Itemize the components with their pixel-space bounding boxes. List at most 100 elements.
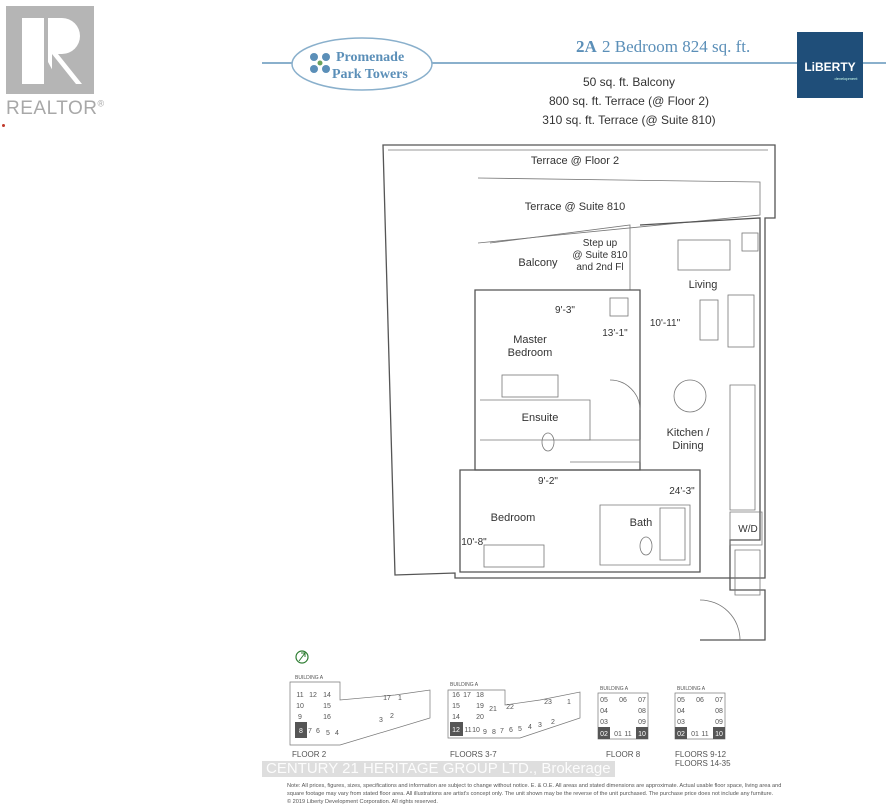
svg-text:1: 1 [567, 699, 571, 706]
north-arrow-icon [295, 650, 309, 664]
floor-plan [382, 144, 776, 641]
living-label: Living [689, 279, 718, 291]
svg-text:5: 5 [518, 726, 522, 733]
developer-sub: development [835, 76, 859, 81]
svg-text:06: 06 [619, 697, 627, 704]
dim-master-length: 13'-1" [602, 328, 628, 339]
keyplan-label-2: FLOORS 14-35 [675, 759, 731, 768]
svg-text:05: 05 [600, 697, 608, 704]
note-line1: Note: All prices, figures, sizes, specif… [287, 783, 781, 789]
realtor-logo: REALTOR® [6, 6, 104, 120]
svg-text:03: 03 [677, 719, 685, 726]
svg-text:12: 12 [309, 692, 317, 699]
svg-text:7: 7 [500, 728, 504, 735]
svg-text:11: 11 [624, 731, 631, 738]
keyplan-label: FLOORS 9-12 [675, 750, 727, 759]
keyplan-building: BUILDING A [295, 675, 324, 681]
brand-logo-oval [291, 37, 433, 91]
dim-bedroom-length: 10'-8" [461, 537, 487, 548]
svg-text:4: 4 [335, 730, 339, 737]
note-line2: square footage may vary from stated floo… [287, 791, 774, 797]
svg-text:08: 08 [715, 708, 723, 715]
svg-text:09: 09 [638, 719, 646, 726]
keyplan-highlight-unit: 12 [452, 727, 460, 734]
keyplan-building: BUILDING A [450, 682, 479, 688]
svg-text:17: 17 [383, 695, 391, 702]
brokerage-watermark: CENTURY 21 HERITAGE GROUP LTD., Brokerag… [262, 761, 615, 777]
unit-title: 2 Bedroom 824 sq. ft. [602, 37, 750, 56]
svg-text:3: 3 [379, 717, 383, 724]
svg-text:1: 1 [398, 695, 402, 702]
developer-logo [797, 32, 863, 98]
dim-master-width: 9'-3" [555, 305, 575, 316]
bath-label: Bath [630, 517, 653, 529]
keyplan-highlight-unit: 8 [299, 728, 303, 735]
svg-text:14: 14 [452, 714, 460, 721]
svg-text:15: 15 [452, 703, 460, 710]
dim-living-length: 24'-3" [669, 486, 695, 497]
svg-text:2: 2 [390, 713, 394, 720]
room-labels: Terrace @ Floor 2 Terrace @ Suite 810 Ba… [461, 155, 757, 548]
svg-text:18: 18 [476, 692, 484, 699]
terrace-floor2-label: Terrace @ Floor 2 [531, 155, 619, 167]
svg-text:4: 4 [528, 724, 532, 731]
svg-text:11: 11 [464, 727, 471, 734]
header: Promenade Park Towers 2A 2 Bedroom 824 s… [262, 32, 886, 127]
svg-text:5: 5 [326, 730, 330, 737]
balcony-label: Balcony [518, 257, 558, 269]
svg-text:05: 05 [677, 697, 685, 704]
svg-text:10: 10 [296, 703, 304, 710]
dim-bedroom-width: 9'-2" [538, 476, 558, 487]
realtor-r-mark [6, 6, 94, 94]
svg-text:8: 8 [492, 729, 496, 736]
keyplan-label: FLOOR 8 [606, 750, 641, 759]
svg-text:07: 07 [715, 697, 723, 704]
svg-text:07: 07 [638, 697, 646, 704]
balcony-area: 50 sq. ft. Balcony [583, 75, 675, 89]
svg-text:23: 23 [544, 699, 552, 706]
svg-text:7: 7 [308, 728, 312, 735]
svg-text:10: 10 [472, 727, 480, 734]
svg-text:02: 02 [677, 731, 685, 738]
svg-text:04: 04 [600, 708, 608, 715]
svg-text:16: 16 [452, 692, 460, 699]
svg-text:08: 08 [638, 708, 646, 715]
svg-text:2: 2 [551, 719, 555, 726]
svg-text:22: 22 [506, 704, 514, 711]
kitchen-line2: Dining [672, 440, 703, 452]
legal-note: Note: All prices, figures, sizes, specif… [287, 783, 781, 805]
keyplan-label: FLOORS 3-7 [450, 750, 497, 759]
svg-text:11: 11 [296, 692, 303, 699]
red-dot [2, 124, 5, 127]
master-bedroom-line2: Bedroom [508, 347, 553, 359]
svg-text:14: 14 [323, 692, 331, 699]
bedroom-label: Bedroom [491, 512, 536, 524]
svg-text:15: 15 [323, 703, 331, 710]
svg-text:3: 3 [538, 722, 542, 729]
svg-text:17: 17 [463, 692, 471, 699]
kitchen-line1: Kitchen / [667, 427, 711, 439]
terrace-floor2-area: 800 sq. ft. Terrace (@ Floor 2) [549, 94, 709, 108]
note-line3: © 2019 Liberty Development Corporation. … [287, 798, 438, 805]
svg-text:9: 9 [298, 714, 302, 721]
step-up-line3: and 2nd Fl [576, 262, 623, 273]
svg-text:9: 9 [483, 729, 487, 736]
brand-flower-icon [310, 53, 330, 73]
dim-living-width: 10'-11" [650, 318, 681, 329]
svg-text:01: 01 [614, 731, 622, 738]
svg-text:09: 09 [715, 719, 723, 726]
svg-text:02: 02 [600, 731, 608, 738]
svg-text:16: 16 [323, 714, 331, 721]
terrace-suite810-area: 310 sq. ft. Terrace (@ Suite 810) [542, 113, 715, 127]
svg-text:04: 04 [677, 708, 685, 715]
brand-line2: Park Towers [332, 67, 408, 82]
svg-text:6: 6 [316, 728, 320, 735]
developer-name: LiBERTY [804, 60, 855, 74]
svg-text:10: 10 [638, 731, 646, 738]
svg-text:03: 03 [600, 719, 608, 726]
